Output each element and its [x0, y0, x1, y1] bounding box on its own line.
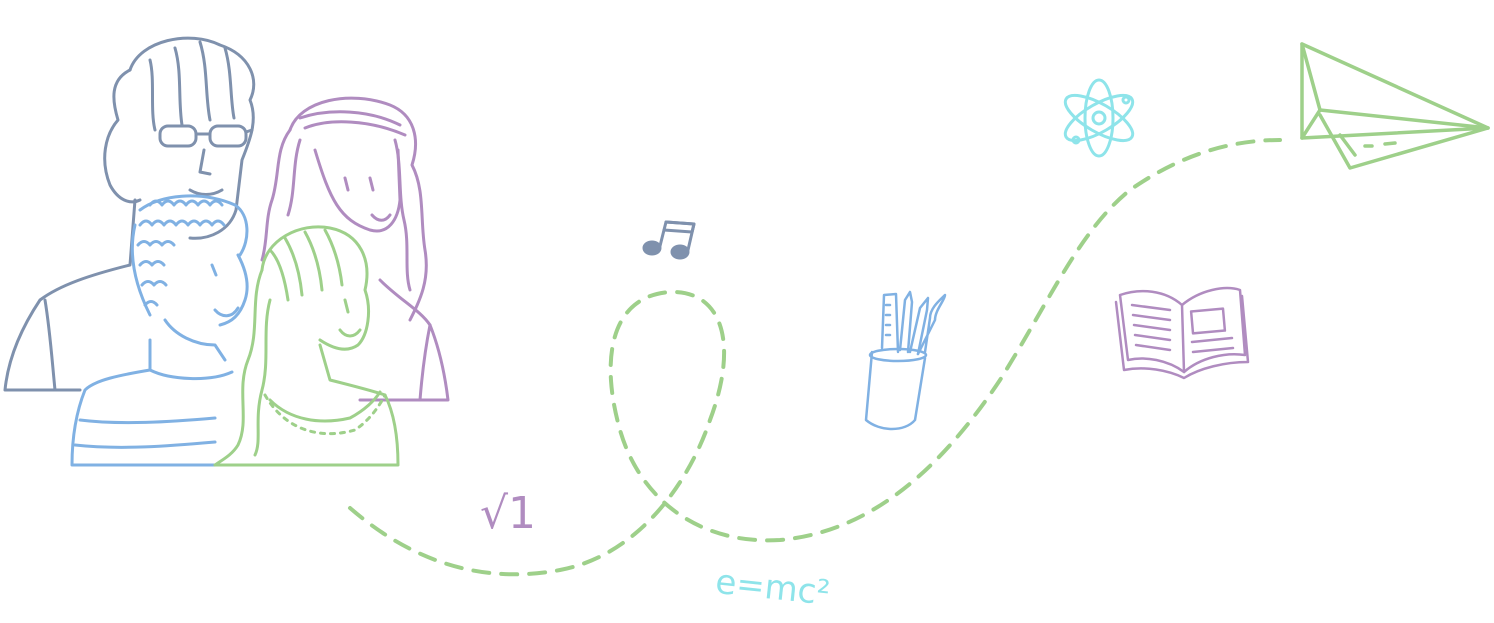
dashed-path-icon: [348, 138, 1282, 577]
pencil-cup-icon: [864, 290, 947, 431]
atom-icon: [1063, 78, 1135, 158]
boy-curly-hair-icon: [70, 194, 249, 467]
paper-plane-icon: [1300, 42, 1490, 170]
svg-text:√1: √1: [480, 488, 536, 539]
music-note-icon: [642, 220, 696, 260]
people-group-icon: [3, 36, 450, 467]
man-with-glasses-icon: [3, 36, 256, 392]
svg-text:e=mc²: e=mc²: [713, 562, 831, 614]
sqrt-one-label: √1: [480, 488, 536, 539]
woman-wavy-hair-icon: [260, 96, 450, 402]
girl-ponytail-icon: [213, 225, 400, 467]
open-book-icon: [1114, 286, 1250, 380]
emc2-label: e=mc²: [713, 562, 831, 614]
